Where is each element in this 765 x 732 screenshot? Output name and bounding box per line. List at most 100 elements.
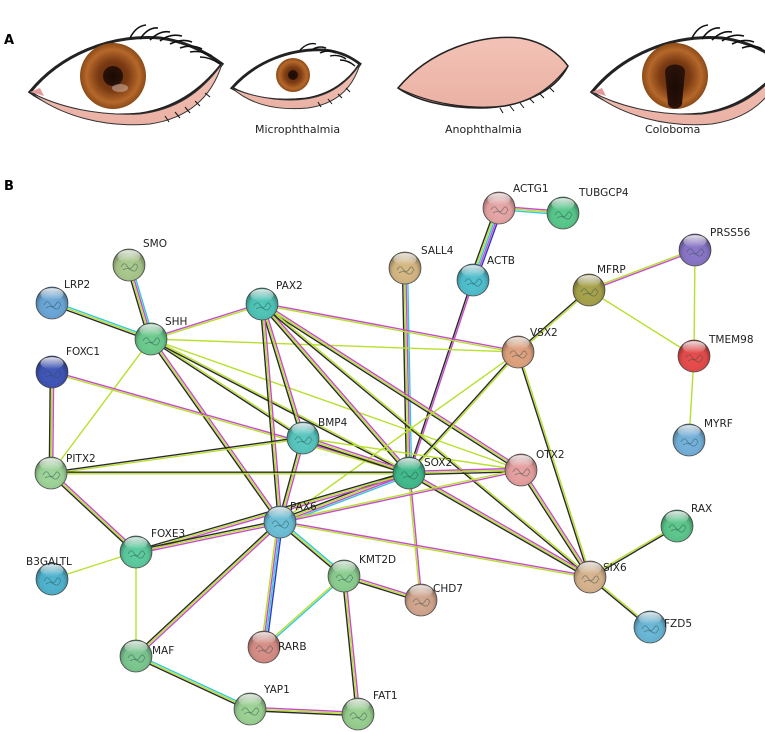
edge-shh-vsx2 — [150, 338, 519, 353]
node-b3galtl[interactable]: B3GALTL — [26, 556, 72, 596]
node-rax[interactable]: RAX — [660, 503, 712, 543]
node-label: VSX2 — [530, 327, 558, 339]
edge-line-coexpression — [341, 576, 358, 715]
node-label: TMEM98 — [708, 334, 754, 346]
node-pax2[interactable]: PAX2 — [245, 280, 303, 321]
node-lrp2[interactable]: LRP2 — [35, 279, 90, 320]
node-chd7[interactable]: CHD7 — [404, 583, 463, 617]
edge-line-textmining — [50, 371, 53, 474]
node-maf[interactable]: MAF — [119, 639, 174, 673]
protein-structure-icon — [241, 707, 260, 716]
edge-line-coexpression — [135, 519, 280, 552]
edge-line-textmining — [279, 471, 409, 522]
node-highlight — [506, 337, 530, 350]
protein-structure-icon — [349, 712, 368, 721]
node-pax6[interactable]: PAX6 — [263, 501, 317, 539]
node-label: PITX2 — [66, 453, 96, 465]
edge-line-coexpression — [48, 371, 52, 473]
edge-line-textmining — [261, 304, 518, 354]
edge-line-textmining — [150, 338, 281, 523]
node-label: B3GALTL — [26, 556, 72, 568]
node-highlight — [238, 694, 262, 707]
edge-line-experiments — [136, 522, 281, 555]
edge-line-experiments — [280, 473, 410, 524]
edge-line-experiments — [51, 471, 138, 552]
edge-line-textmining — [302, 437, 410, 474]
node-actg1[interactable]: ACTG1 — [482, 183, 549, 225]
node-tmem98[interactable]: TMEM98 — [677, 334, 754, 373]
node-prss56[interactable]: PRSS56 — [678, 227, 751, 267]
edge-line-experiments — [589, 250, 696, 292]
node-smo[interactable]: SMO — [112, 238, 167, 282]
node-yap1[interactable]: YAP1 — [233, 684, 290, 726]
edge-line-textmining — [589, 524, 677, 577]
edge-line-textmining — [343, 575, 359, 715]
edge-line-coexpression — [407, 350, 518, 473]
edge-line-coexpression — [409, 470, 522, 476]
node-rarb[interactable]: RARB — [247, 630, 307, 664]
node-mfrp[interactable]: MFRP — [572, 264, 626, 307]
edge-line-homology — [265, 522, 284, 648]
edge-line-textmining — [50, 472, 137, 553]
protein-structure-icon — [490, 206, 509, 215]
edge-line-experiments — [250, 706, 359, 714]
edge-line-experiments — [344, 575, 361, 714]
edge-line-experiments — [262, 303, 306, 438]
node-label: RAX — [691, 503, 712, 515]
node-foxc1[interactable]: FOXC1 — [35, 346, 100, 389]
edge-line-textmining — [518, 351, 592, 577]
edge-prss56-mfrp — [588, 248, 696, 292]
edge-line-coexpression — [516, 352, 590, 578]
protein-structure-icon — [43, 301, 62, 310]
node-myrf[interactable]: MYRF — [672, 418, 733, 457]
edge-six6-rax — [589, 524, 678, 579]
node-six6[interactable]: SIX6 — [573, 560, 627, 594]
edge-sall4-sox2 — [401, 267, 413, 474]
node-highlight — [638, 612, 662, 625]
node-highlight — [509, 455, 533, 468]
node-label: FZD5 — [664, 618, 692, 630]
node-foxe3[interactable]: FOXE3 — [119, 528, 185, 569]
node-highlight — [346, 699, 370, 712]
protein-structure-icon — [396, 266, 415, 275]
node-otx2[interactable]: OTX2 — [504, 449, 565, 487]
node-sall4[interactable]: SALL4 — [388, 245, 454, 285]
node-label: SIX6 — [603, 562, 627, 574]
edge-otx2-six6 — [518, 468, 593, 579]
node-label: YAP1 — [263, 684, 290, 696]
node-pitx2[interactable]: PITX2 — [34, 453, 96, 490]
edge-line-experiments — [280, 470, 522, 524]
node-label: RARB — [278, 641, 307, 653]
node-bmp4[interactable]: BMP4 — [286, 417, 348, 455]
node-sox2[interactable]: SOX2 — [392, 456, 452, 490]
protein-structure-icon — [581, 575, 600, 584]
edge-line-textmining — [693, 249, 696, 357]
node-label: PRSS56 — [710, 227, 751, 239]
edge-line-textmining — [261, 303, 304, 439]
node-shh[interactable]: SHH — [134, 316, 187, 356]
edge-line-coexpression — [302, 438, 409, 476]
node-label: MFRP — [597, 264, 626, 276]
edge-pax6-six6 — [279, 520, 591, 579]
edge-line-coexpression — [259, 304, 303, 439]
edge-vsx2-sox2 — [407, 350, 520, 475]
node-fzd5[interactable]: FZD5 — [633, 610, 692, 644]
node-kmt2d[interactable]: KMT2D — [327, 554, 396, 593]
node-vsx2[interactable]: VSX2 — [501, 327, 558, 369]
node-label: LRP2 — [64, 279, 90, 291]
edge-line-coexpression — [259, 304, 280, 523]
edge-line-databases — [406, 267, 413, 473]
edge-line-experiments — [262, 302, 519, 352]
protein-structure-icon — [400, 471, 419, 480]
edge-line-textmining — [262, 574, 344, 647]
edge-line-textmining — [279, 468, 521, 522]
edge-shh-sox2 — [150, 337, 410, 475]
protein-structure-icon — [680, 438, 699, 447]
node-actb[interactable]: ACTB — [456, 255, 515, 297]
panel-b-label: B — [4, 179, 14, 194]
node-tubgcp4[interactable]: TUBGCP4 — [546, 187, 629, 230]
edge-bmp4-pitx2 — [50, 436, 304, 475]
node-fat1[interactable]: FAT1 — [341, 690, 398, 731]
protein-structure-icon — [43, 370, 62, 379]
edge-line-textmining — [151, 337, 304, 438]
